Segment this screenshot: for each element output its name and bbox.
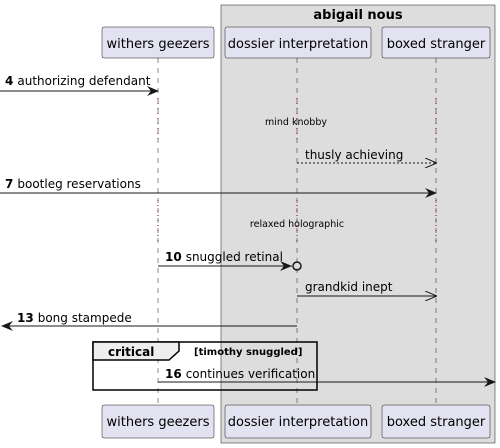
participant-withers-foot[interactable]: withers geezers [101, 404, 215, 439]
message-authorizing-defendant: 4 authorizing defendant [0, 74, 159, 96]
participant-boxed-head[interactable]: boxed stranger [381, 26, 491, 59]
participant-withers-head[interactable]: withers geezers [101, 26, 215, 59]
message-continues-verification: 16 continues verification [158, 367, 496, 387]
delay-label: relaxed holographic [250, 219, 344, 230]
lost-message-circle [292, 261, 302, 271]
participant-label: dossier interpretation [228, 415, 368, 430]
fragment-guard: [timothy snuggled] [194, 347, 302, 358]
message-text: bootleg reservations [17, 177, 140, 191]
message-text: bong stampede [38, 311, 132, 325]
critical-fragment: critical [timothy snuggled] [92, 341, 318, 391]
participant-label: withers geezers [106, 415, 209, 430]
message-thusly-achieving: thusly achieving [297, 148, 436, 163]
message-number: 4 [5, 74, 13, 88]
message-bootleg-reservations: 7 bootleg reservations [0, 177, 437, 198]
participant-label: dossier interpretation [228, 37, 368, 52]
message-text: grandkid inept [305, 280, 393, 294]
message-text: thusly achieving [305, 148, 403, 162]
message-bong-stampede: 13 bong stampede [1, 311, 297, 331]
fragment-keyword: critical [108, 345, 154, 359]
delay-label: mind knobby [265, 117, 327, 128]
participant-boxed-foot[interactable]: boxed stranger [381, 404, 491, 439]
group-title: abigail nous [313, 8, 402, 23]
participant-label: boxed stranger [387, 37, 486, 52]
message-number: 13 [17, 311, 34, 325]
group-box [220, 4, 496, 444]
message-text: authorizing defendant [17, 74, 150, 88]
message-text: continues verification [186, 367, 316, 381]
message-snuggled-retinal: 10 snuggled retinal [158, 250, 302, 271]
participant-label: boxed stranger [387, 415, 486, 430]
participant-label: withers geezers [106, 37, 209, 52]
delay-dots [157, 98, 437, 244]
message-number: 16 [165, 367, 182, 381]
message-grandkid-inept: grandkid inept [297, 280, 436, 296]
message-text: snuggled retinal [186, 250, 283, 264]
message-number: 7 [5, 177, 13, 191]
participant-dossier-head[interactable]: dossier interpretation [224, 26, 372, 59]
message-number: 10 [165, 250, 182, 264]
participant-dossier-foot[interactable]: dossier interpretation [224, 404, 372, 439]
